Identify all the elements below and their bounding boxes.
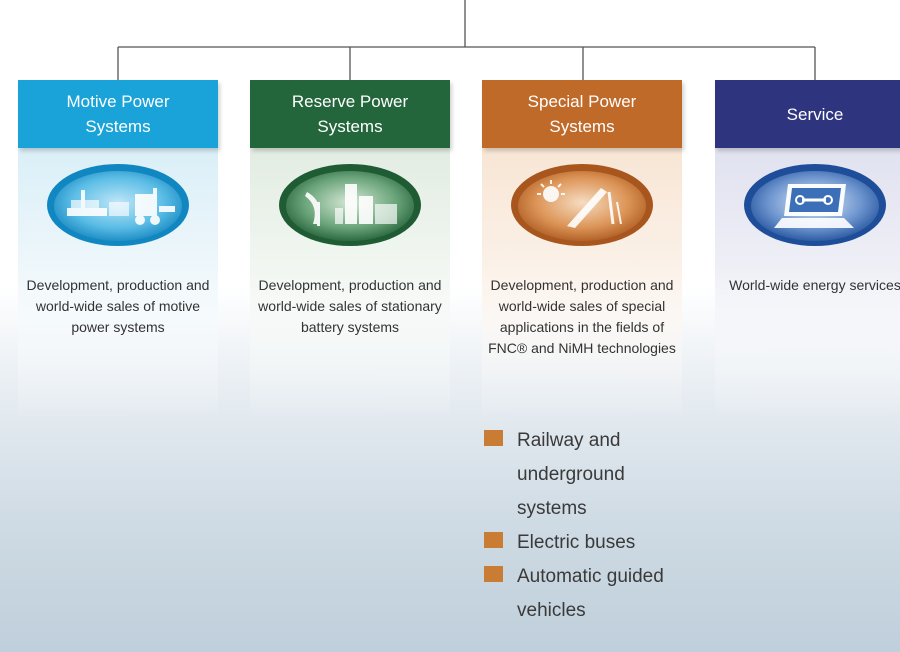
list-item-label: Railway and underground systems [517, 430, 625, 519]
special-description: Development, production and world-wide s… [488, 277, 676, 356]
reserve-description: Development, production and world-wide s… [258, 277, 442, 335]
bullet-square-icon [484, 430, 503, 446]
reserve-header[interactable]: Reserve Power Systems [250, 80, 450, 148]
column-special-power: Special Power Systems Development, produ… [482, 80, 682, 420]
org-connector-lines [117, 0, 816, 80]
satellite-dish-industrial-icon [279, 164, 421, 246]
column-motive-power: Motive Power Systems Development, produc… [18, 80, 218, 420]
list-item-label: Automatic guided vehicles [517, 566, 664, 621]
column-reserve-power: Reserve Power Systems Development, produ… [250, 80, 450, 420]
forklift-warehouse-icon [47, 164, 189, 246]
list-item: Railway and underground systems [484, 424, 744, 526]
motive-title: Motive Power Systems [66, 92, 170, 136]
bullet-square-icon [484, 532, 503, 548]
bullet-square-icon [484, 566, 503, 582]
list-item: Automatic guided vehicles [484, 560, 744, 628]
reserve-title: Reserve Power Systems [291, 92, 409, 136]
motive-description: Development, production and world-wide s… [26, 277, 210, 335]
service-title: Service [786, 104, 844, 124]
column-service: Service World-wide energy services [715, 80, 900, 420]
motive-header[interactable]: Motive Power Systems [18, 80, 218, 148]
list-item-label: Electric buses [517, 532, 636, 553]
list-item: Electric buses [484, 526, 744, 560]
service-description: World-wide energy services [729, 277, 900, 293]
special-applications-list: Railway and underground systems Electric… [484, 424, 744, 628]
special-title: Special Power Systems [527, 92, 637, 136]
laptop-wrench-icon [744, 164, 886, 246]
service-header[interactable]: Service [715, 80, 900, 148]
special-header[interactable]: Special Power Systems [482, 80, 682, 148]
sun-railway-icon [511, 164, 653, 246]
